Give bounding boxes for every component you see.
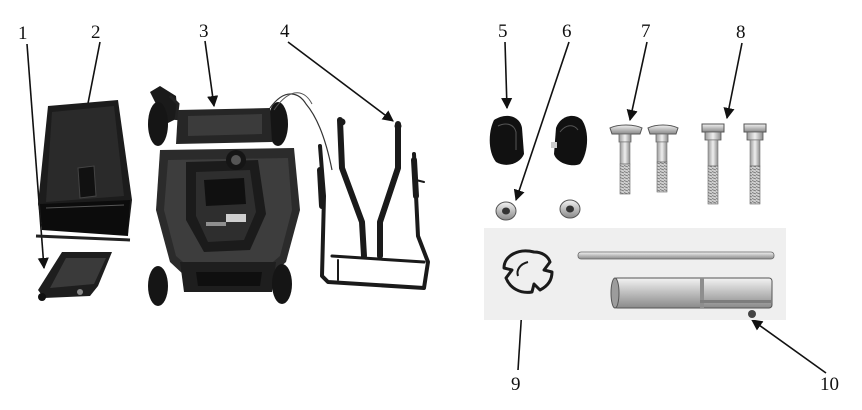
spark-plug-wrench bbox=[577, 251, 775, 318]
callout-10: 10 bbox=[820, 374, 839, 395]
leader-lines bbox=[26, 40, 827, 374]
callout-2: 2 bbox=[91, 22, 101, 43]
hex-bolt bbox=[701, 123, 767, 205]
callout-6: 6 bbox=[562, 21, 572, 42]
grass-bag-cover bbox=[38, 252, 112, 301]
handle-knob bbox=[489, 115, 588, 166]
washer bbox=[495, 199, 581, 221]
retaining-clip bbox=[502, 249, 554, 294]
callout-7: 7 bbox=[641, 21, 651, 42]
grass-bag-frame bbox=[35, 100, 132, 242]
carriage-bolt bbox=[609, 124, 679, 195]
callout-5: 5 bbox=[498, 21, 508, 42]
callout-1: 1 bbox=[18, 23, 28, 44]
callout-8: 8 bbox=[736, 22, 746, 43]
mower-body bbox=[148, 86, 333, 306]
callout-9: 9 bbox=[511, 374, 521, 395]
handle-assembly bbox=[317, 117, 430, 290]
callout-3: 3 bbox=[199, 21, 209, 42]
callout-4: 4 bbox=[280, 21, 290, 42]
